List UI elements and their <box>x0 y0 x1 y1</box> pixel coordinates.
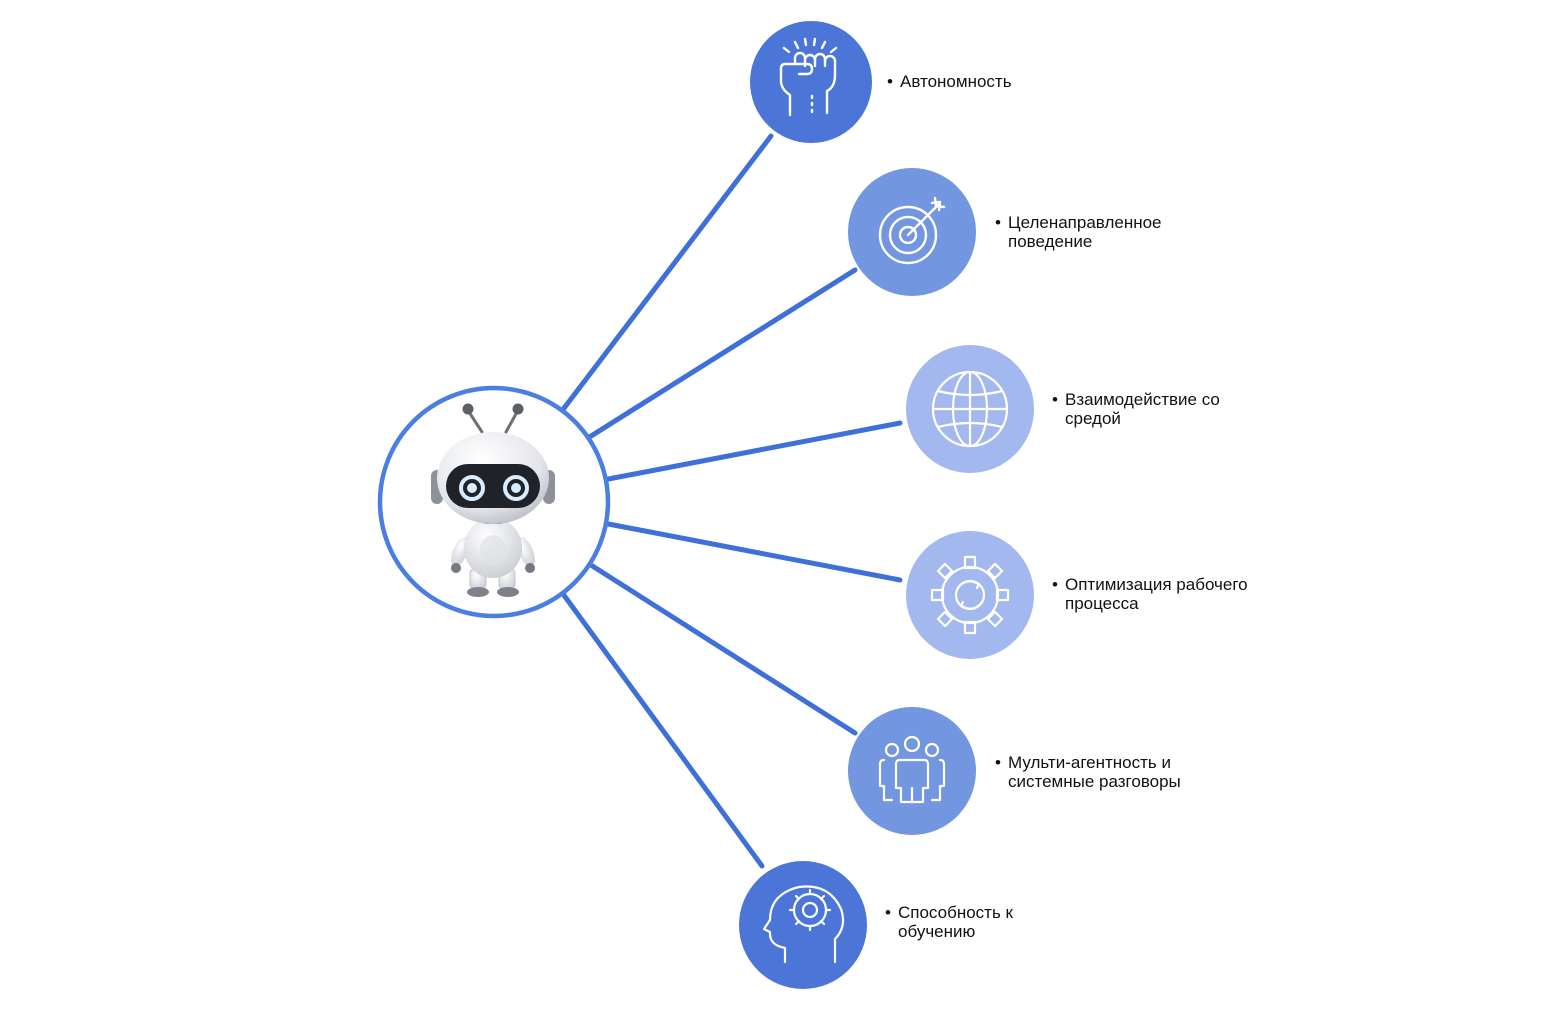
bullet: • <box>1052 390 1058 409</box>
node-autonomy <box>750 21 872 143</box>
node-goal-oriented <box>848 168 976 296</box>
connector-line-optimization <box>569 514 903 583</box>
label-text: Мульти-агентность и системные разговоры <box>1008 753 1181 791</box>
node-circle <box>906 531 1034 659</box>
label-text: Оптимизация рабочего процесса <box>1065 575 1248 613</box>
node-circle <box>750 21 872 143</box>
label-text: Целенаправленное поведение <box>1008 213 1162 251</box>
node-label-multi-agent: • Мульти-агентность и системные разговор… <box>995 753 1223 791</box>
gear-cycle-icon <box>930 555 1010 635</box>
raised-fist-icon <box>779 37 838 117</box>
bullet: • <box>1052 575 1058 594</box>
node-environment <box>906 345 1034 473</box>
node-multi-agent <box>848 707 976 835</box>
label-text: Способность к обучению <box>898 903 1013 941</box>
bullet: • <box>887 72 893 91</box>
label-text: Взаимодействие со средой <box>1065 390 1220 428</box>
connector-line-environment <box>569 420 903 489</box>
node-optimization <box>906 531 1034 659</box>
node-label-autonomy: • Автономность <box>887 72 1140 91</box>
connector-line-learning <box>552 580 765 869</box>
node-label-environment: • Взаимодействие со средой <box>1052 390 1265 428</box>
connector-lines <box>552 133 903 869</box>
connector-line-goal <box>569 267 858 451</box>
connector-line-autonomy <box>552 133 774 423</box>
bullet: • <box>995 213 1001 232</box>
node-learning <box>739 861 867 989</box>
bullet: • <box>885 903 891 922</box>
globe-icon <box>931 370 1009 448</box>
node-label-goal-oriented: • Целенаправленное поведение <box>995 213 1208 251</box>
label-text: Автономность <box>900 72 1012 91</box>
node-circle <box>848 707 976 835</box>
robot-mascot-icon <box>431 403 555 597</box>
node-label-learning: • Способность к обучению <box>885 903 1058 941</box>
connector-line-multi-agent <box>569 550 858 736</box>
bullet: • <box>995 753 1001 772</box>
head-gear-icon <box>762 885 845 964</box>
node-label-optimization: • Оптимизация рабочего процесса <box>1052 575 1255 613</box>
target-icon <box>878 196 946 265</box>
team-icon <box>878 735 946 804</box>
